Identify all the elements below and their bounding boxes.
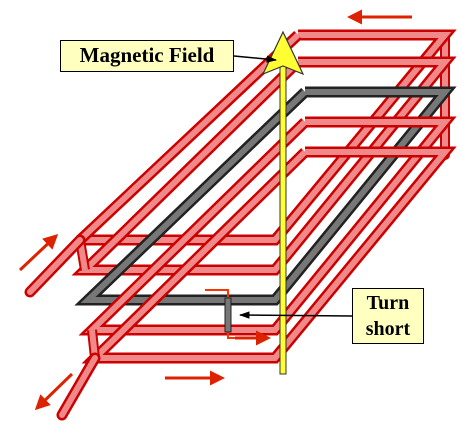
coil-turn-5 — [81, 146, 457, 364]
magnetic-field-label: Magnetic Field — [60, 40, 234, 72]
current-arrow-left-in — [18, 233, 59, 272]
current-direction-arrows — [18, 9, 412, 411]
coil-turn-4 — [78, 116, 457, 336]
turn-short-label: Turn short — [352, 288, 424, 344]
current-arrow-left-out — [34, 372, 74, 411]
field-leader-line — [233, 55, 278, 63]
short-path-bridge — [224, 297, 232, 333]
turn-short-label-line2: short — [365, 318, 411, 340]
short-leader-line — [238, 311, 353, 319]
turn-short-label-line1: Turn — [366, 292, 410, 314]
coil-leads — [24, 234, 101, 421]
shorted-turn — [74, 86, 457, 306]
coil-turn-2 — [71, 56, 457, 276]
magnetic-field-arrow — [261, 30, 305, 375]
